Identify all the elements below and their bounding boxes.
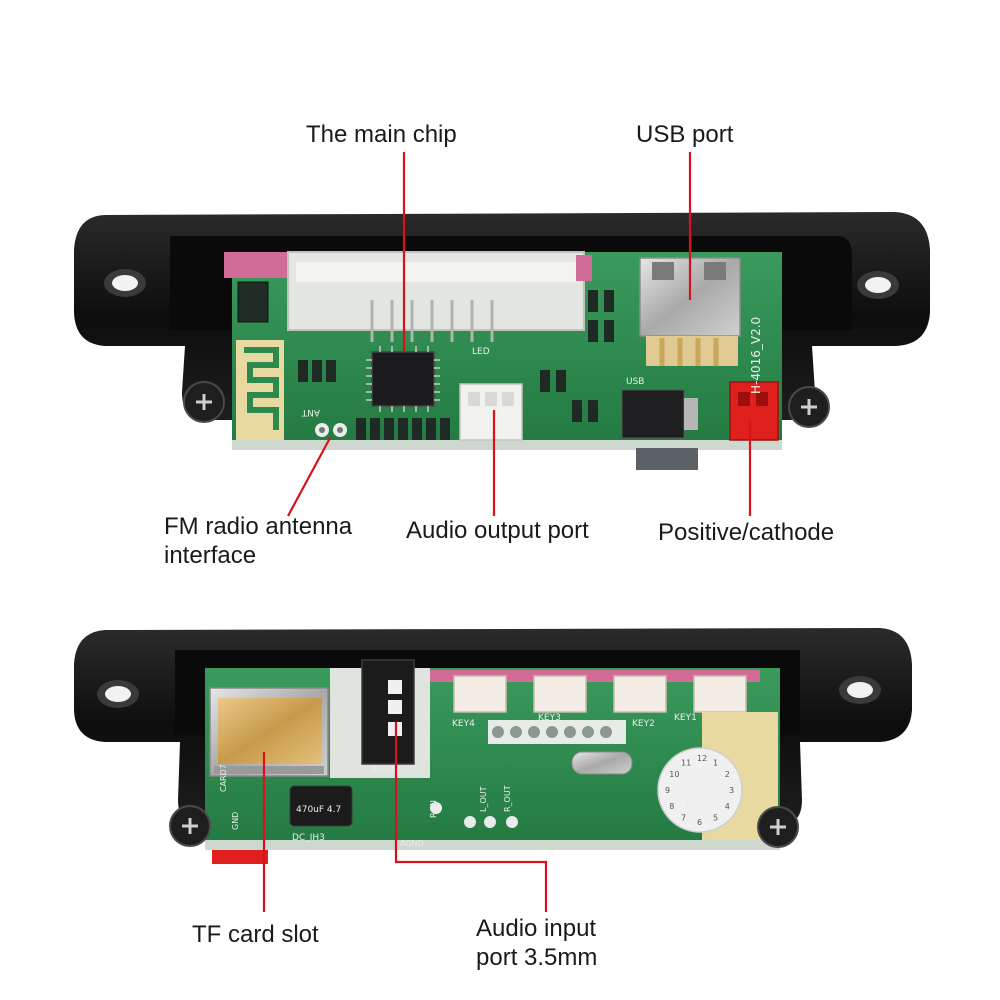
label-usb-port-text: USB port	[636, 121, 734, 148]
key-buttons	[453, 675, 747, 713]
qc-dial-digit: 6	[697, 818, 702, 827]
silk-capacitor: 470uF 4.7	[296, 805, 341, 815]
label-fm-antenna-line1: FM radio antenna	[164, 513, 353, 540]
silk-qc: QC7	[690, 784, 713, 797]
silk-rin: R_IN	[429, 800, 438, 818]
key2	[613, 675, 667, 713]
leader-lines	[262, 152, 752, 912]
voltage-regulator	[621, 389, 685, 439]
bottom-red-connector	[212, 850, 268, 864]
bottom-right-screw	[757, 806, 799, 848]
qc-dial-digit: 9	[665, 786, 670, 795]
silk-key3: KEY3	[538, 713, 561, 723]
top-left-screw	[183, 381, 225, 423]
silk-pass: PASS	[686, 800, 711, 811]
silk-agnd: AGND	[400, 839, 424, 848]
silk-dc: DC_IH3	[292, 833, 325, 843]
qc-dial-digit: 3	[729, 786, 734, 795]
pcb-edge	[232, 440, 782, 450]
silk-key4: KEY4	[452, 719, 475, 729]
qc-dial-digit: 12	[697, 754, 707, 763]
bottom-left-mount-hole	[97, 680, 139, 708]
leader-fm-antenna	[287, 437, 331, 517]
label-main-chip-text: The main chip	[306, 121, 457, 148]
key3	[533, 675, 587, 713]
qc-dial-digit: 8	[669, 802, 674, 811]
qc-dial-digit: 4	[725, 802, 730, 811]
header-pins	[488, 720, 626, 744]
qc-dial-digit: 1	[713, 758, 718, 767]
top-left-mount-hole	[104, 269, 146, 297]
solder-pads	[430, 802, 518, 828]
pink-connector-right	[576, 255, 592, 281]
silk-usb: USB	[626, 377, 644, 387]
label-tf-card-text: TF card slot	[192, 921, 319, 948]
audio-input-jack	[361, 659, 415, 765]
smd-resistors	[298, 290, 614, 440]
label-audio-output-text: Audio output port	[406, 517, 589, 544]
silk-led: LED	[472, 347, 490, 357]
key4	[453, 675, 507, 713]
audio-output-connector	[459, 383, 523, 441]
silk-key2: KEY2	[632, 719, 655, 729]
bt-antenna-trace	[244, 347, 279, 430]
silk-lout: L_OUT	[479, 786, 488, 812]
label-usb-port: USB port	[636, 120, 733, 149]
label-audio-input-line1: Audio input	[476, 915, 597, 942]
label-positive-cathode-text: Positive/cathode	[658, 519, 835, 546]
label-audio-input: Audio input port 3.5mm	[476, 914, 597, 972]
silk-gnd: GND	[231, 812, 240, 830]
silk-card: CARD7	[219, 764, 228, 792]
switch	[636, 448, 698, 470]
pink-strip	[430, 670, 760, 682]
capacitor	[289, 785, 353, 827]
smd-component	[237, 281, 269, 323]
tf-card-slot	[209, 687, 329, 777]
silk-key1: KEY1	[674, 713, 697, 723]
qc-dial-digit: 11	[681, 758, 691, 767]
silk-ant: ANT	[301, 407, 320, 417]
label-audio-output: Audio output port	[406, 516, 589, 545]
label-tf-card: TF card slot	[192, 920, 319, 949]
leader-audio-input	[394, 722, 548, 912]
top-right-mount-hole	[857, 271, 899, 299]
qc-dial-digit: 5	[713, 814, 718, 823]
label-audio-input-line2: port 3.5mm	[476, 944, 598, 971]
silk-auxin: AUXIN	[372, 765, 397, 774]
power-connector	[729, 381, 779, 441]
fm-antenna-pads	[315, 423, 347, 437]
bottom-left-screw	[169, 805, 211, 847]
bottom-right-mount-hole	[839, 676, 881, 704]
label-main-chip: The main chip	[306, 120, 457, 149]
top-module: LED USB ANT H-4016_V2.0	[74, 212, 930, 470]
qc-dial-digit: 2	[725, 770, 730, 779]
qc-dial-digit: 7	[681, 814, 686, 823]
key1	[693, 675, 747, 713]
main-chip	[371, 351, 435, 407]
top-right-screw	[788, 386, 830, 428]
crystal	[571, 751, 633, 775]
qc-dial-digit: 10	[669, 770, 679, 779]
silk-model: H-4016_V2.0	[749, 317, 763, 394]
label-fm-antenna: FM radio antenna interface	[164, 512, 352, 570]
silk-rout: R_OUT	[503, 785, 512, 812]
pink-connector	[224, 252, 288, 278]
label-fm-antenna-line2: interface	[164, 542, 257, 569]
label-positive-cathode: Positive/cathode	[658, 518, 834, 547]
connector-pins	[370, 300, 494, 342]
